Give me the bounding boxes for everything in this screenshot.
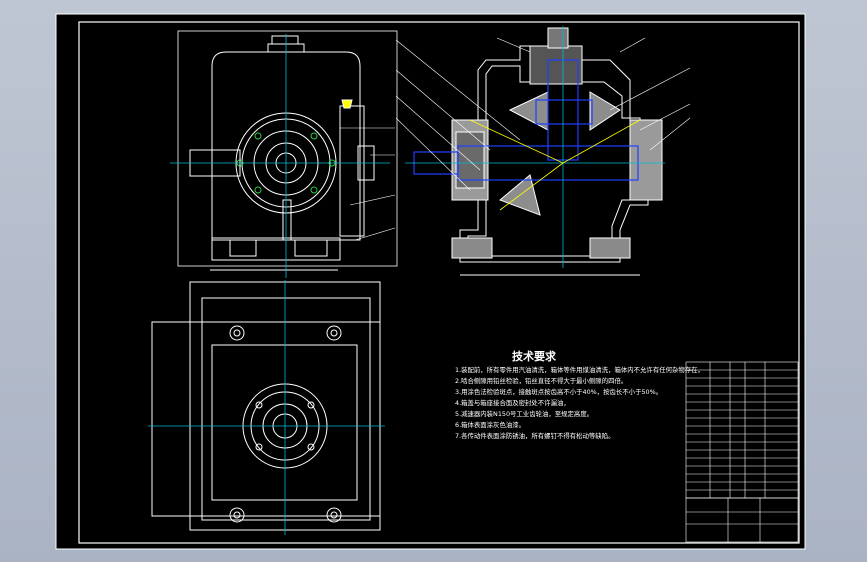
title-block bbox=[685, 497, 799, 543]
tech-requirements: 技术要求 1.装配前，所有零件用汽油清洗，箱体等件用煤油清洗，箱体内不允许有任何… bbox=[455, 349, 704, 440]
section-accent-lines bbox=[469, 119, 641, 211]
requirement-line: 5.减速器内装N150号工业齿轮油，至规定高度。 bbox=[455, 409, 593, 418]
front-leaders bbox=[340, 127, 396, 241]
sheet-outer-border bbox=[55, 13, 806, 550]
front-view-centerlines bbox=[170, 34, 390, 278]
requirement-line: 2.啮合侧隙用铅丝检验，铅丝直径不得大于最小侧隙的四倍。 bbox=[455, 376, 627, 385]
section-leaders bbox=[395, 37, 691, 191]
requirement-line: 6.箱体表面涂灰色油漆。 bbox=[455, 420, 525, 429]
requirements-list: 1.装配前，所有零件用汽油清洗，箱体等件用煤油清洗，箱体内不允许有任何杂物存在，… bbox=[455, 365, 704, 440]
drawing-background bbox=[56, 14, 805, 549]
section-view bbox=[451, 27, 663, 276]
sheet-inner-border bbox=[78, 21, 800, 544]
section-centerlines bbox=[405, 26, 665, 268]
top-view-centerlines bbox=[148, 280, 385, 535]
requirement-line: 7.各传动件表面涂防锈油，所有螺钉不得有松动等缺陷。 bbox=[455, 431, 614, 440]
requirement-line: 1.装配前，所有零件用汽油清洗，箱体等件用煤油清洗，箱体内不允许有任何杂物存在， bbox=[455, 365, 704, 374]
parts-list-rows bbox=[686, 369, 798, 491]
requirement-line: 3.用涂色法检验斑点，接触斑点按齿高不小于40%，按齿长不小于50%。 bbox=[455, 387, 662, 396]
tech-requirements-title: 技术要求 bbox=[512, 349, 557, 363]
requirement-line: 4.箱盖与箱座接合面及密封处不许漏油， bbox=[455, 398, 570, 407]
